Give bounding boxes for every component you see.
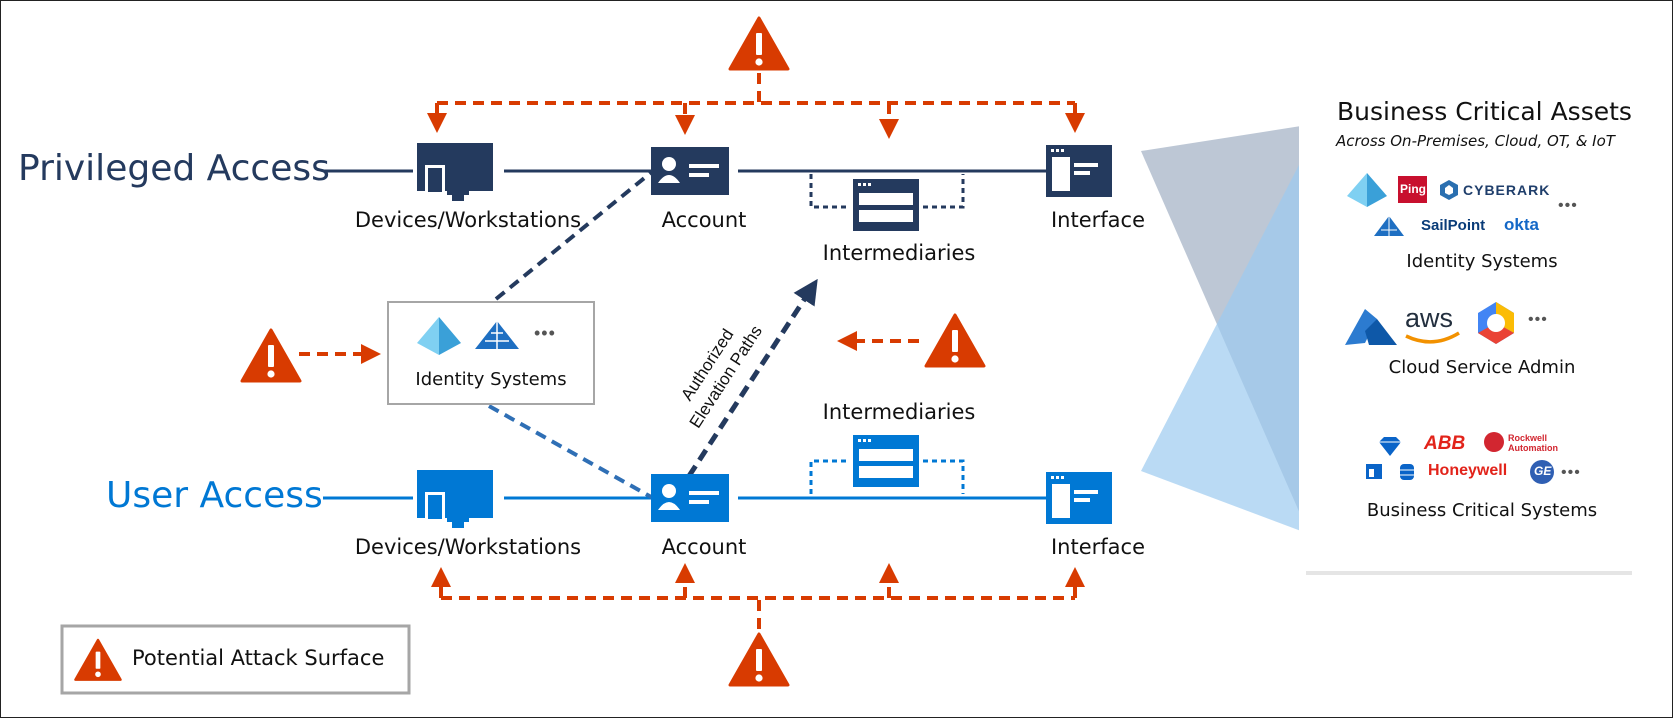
user-account-icon <box>651 474 729 522</box>
honeywell-logo: Honeywell <box>1428 462 1508 479</box>
privileged-access-title: Privileged Access <box>18 148 330 189</box>
assets-panel <box>1299 81 1635 571</box>
user-workstation-icon <box>417 470 493 528</box>
user-devices-label: Devices/Workstations <box>354 535 582 559</box>
panel-identity-pyramid-icon <box>1374 216 1404 236</box>
cyberark-logo: CYBERARK <box>1463 182 1551 198</box>
privileged-path <box>323 169 1046 209</box>
privileged-intermediaries-label: Intermediaries <box>822 241 976 265</box>
business-logos-more: ••• <box>1561 464 1581 481</box>
top-attack-bracket <box>427 73 1085 139</box>
panel-business-label: Business Critical Systems <box>1366 500 1598 521</box>
diamond-icon <box>1379 437 1401 456</box>
google-cloud-icon <box>1478 302 1514 344</box>
assets-panel-subtitle: Across On-Premises, Cloud, OT, & IoT <box>1336 132 1615 150</box>
intermediary-warning-icon <box>924 313 986 368</box>
identity-more-dots: ••• <box>534 323 556 343</box>
identity-systems-box <box>387 301 595 405</box>
app-window-icon <box>1366 464 1382 479</box>
elevation-path-arrow <box>686 278 818 478</box>
azure-ad-icon <box>417 317 461 355</box>
okta-logo: okta <box>1504 215 1539 234</box>
database-icon <box>1400 464 1414 480</box>
identity-to-privileged-account <box>494 169 655 301</box>
ping-logo: Ping <box>1400 182 1426 196</box>
legend-label: Potential Attack Surface <box>132 646 385 670</box>
ping-logo-mark <box>1398 176 1427 203</box>
asset-funnel <box>1141 126 1301 531</box>
identity-to-user-account <box>488 404 654 500</box>
panel-identity-label: Identity Systems <box>1406 251 1558 272</box>
rockwell-mark <box>1484 432 1504 452</box>
azure-icon <box>1345 309 1397 345</box>
aws-smile-icon <box>1405 331 1460 344</box>
cloud-logos-more: ••• <box>1528 311 1548 328</box>
user-interface-label: Interface <box>1050 535 1146 559</box>
rockwell-logo: Rockwell <box>1508 433 1548 443</box>
privileged-workstation-icon <box>417 143 493 201</box>
assets-panel-title: Business Critical Assets <box>1337 97 1632 126</box>
ge-logo: GE <box>1534 464 1552 478</box>
user-path <box>323 459 1046 500</box>
identity-pyramid-icon <box>475 321 519 349</box>
user-access-title: User Access <box>106 475 323 516</box>
privileged-interface-label: Interface <box>1050 208 1146 232</box>
top-warning-icon <box>728 16 790 71</box>
automation-logo: Automation <box>1508 443 1558 453</box>
privileged-intermediary-icon <box>853 179 919 231</box>
user-intermediaries-label: Intermediaries <box>822 400 976 424</box>
privileged-account-label: Account <box>661 208 747 232</box>
identity-warning-icon <box>240 328 302 383</box>
privileged-interface-icon <box>1046 145 1112 197</box>
ge-logo-mark <box>1530 460 1554 484</box>
panel-cloud-label: Cloud Service Admin <box>1388 357 1576 378</box>
identity-systems-label: Identity Systems <box>415 369 567 390</box>
privileged-account-icon <box>651 147 729 195</box>
aws-logo: aws <box>1405 303 1454 333</box>
user-account-label: Account <box>661 535 747 559</box>
cyberark-icon <box>1440 180 1458 200</box>
user-intermediary-icon <box>853 435 919 487</box>
bottom-warning-icon <box>728 632 790 687</box>
sailpoint-logo: SailPoint <box>1421 217 1486 234</box>
identity-logos-more: ••• <box>1558 197 1578 214</box>
abb-logo: ABB <box>1424 433 1466 454</box>
legend-box <box>60 624 411 695</box>
panel-azure-ad-icon <box>1347 173 1387 207</box>
bottom-attack-bracket <box>431 563 1085 629</box>
privileged-devices-label: Devices/Workstations <box>354 208 582 232</box>
user-interface-icon <box>1046 472 1112 524</box>
